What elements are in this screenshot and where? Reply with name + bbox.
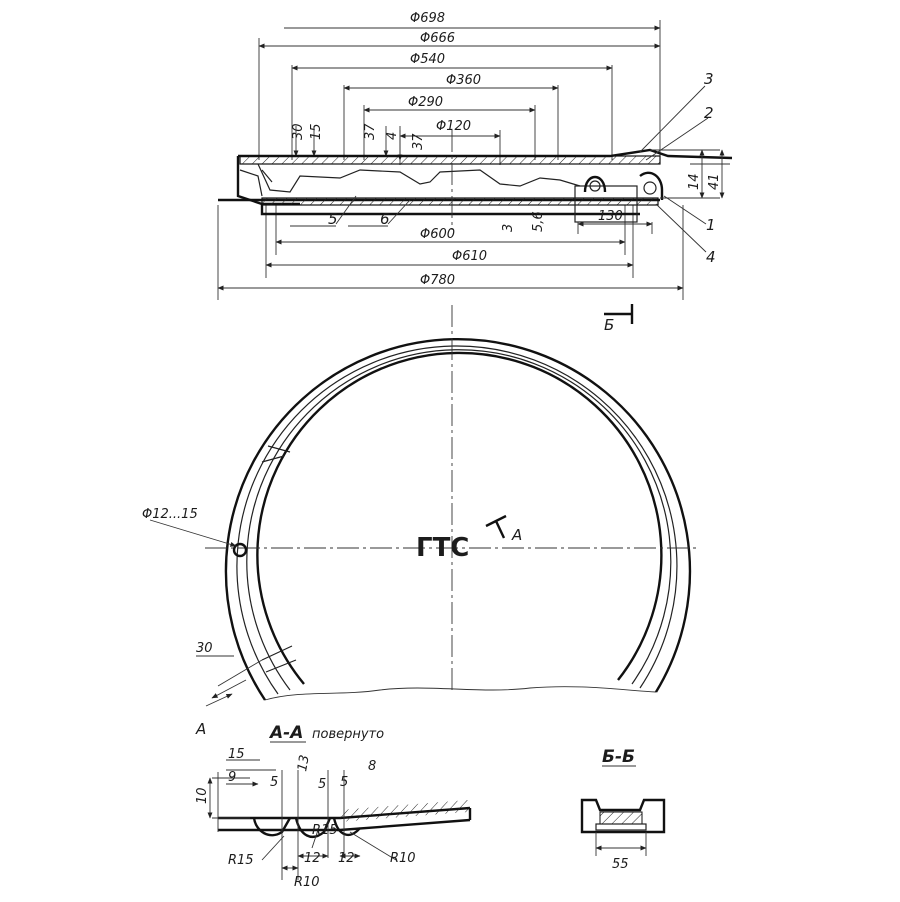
- ring-3: [246, 349, 672, 691]
- aa-r15a: R15: [228, 853, 254, 868]
- dim-d666: Φ666: [420, 31, 455, 46]
- height-dims: [650, 149, 730, 199]
- aa-dim-8: 8: [368, 759, 376, 774]
- dim-15: 15: [309, 123, 324, 140]
- dim-41: 41: [707, 173, 722, 190]
- aa-r15b: R15: [312, 823, 338, 838]
- dim-d600: Φ600: [420, 227, 455, 242]
- lid-section: [218, 130, 733, 230]
- dim-d360: Φ360: [446, 73, 481, 88]
- callout-2: 2: [704, 104, 714, 122]
- dim-130: 130: [598, 209, 623, 224]
- aa-dim-5b: 5: [318, 777, 326, 792]
- aa-dim-15: 15: [228, 747, 245, 762]
- break-line: [264, 686, 657, 701]
- dim-d540: Φ540: [410, 52, 445, 67]
- dim-d610: Φ610: [452, 249, 487, 264]
- marking-gts: ГТС: [416, 533, 469, 563]
- callout-leaders: [290, 85, 709, 253]
- aa-r10a: R10: [294, 875, 320, 890]
- callout-1: 1: [706, 216, 716, 234]
- aa-dim-10: 10: [195, 787, 210, 804]
- aa-dim-12a: 12: [304, 851, 321, 866]
- callout-5: 5: [328, 210, 338, 228]
- ring-outer: [224, 337, 692, 701]
- section-bb: Б-Б 55: [580, 747, 666, 872]
- aa-dim-9: 9: [228, 770, 236, 785]
- aa-dim-12b: 12: [338, 851, 355, 866]
- ring-2: [236, 345, 678, 695]
- bb-dim-55: 55: [612, 857, 629, 872]
- section-aa: А-А повернуто: [195, 723, 472, 890]
- section-b-marker: Б: [604, 316, 614, 334]
- section-bb-title: Б-Б: [602, 747, 635, 767]
- drain-hole: [232, 542, 248, 558]
- section-a-marker-left: А: [195, 720, 206, 738]
- dimension-lines-top: [258, 25, 661, 139]
- slot-dim: 30: [196, 641, 213, 656]
- aa-dim-13: 13: [295, 754, 313, 773]
- section-a-marker: А: [511, 526, 522, 544]
- ring-inner: [256, 351, 663, 685]
- dim-30: 30: [291, 123, 306, 140]
- dim-3: 3: [501, 224, 516, 232]
- section-aa-note: повернуто: [312, 727, 384, 742]
- plan-view: Φ12...15 30 А ГТС А Б: [142, 304, 700, 738]
- aa-dim-5c: 5: [340, 775, 348, 790]
- callout-6: 6: [380, 210, 390, 228]
- dim-14: 14: [687, 173, 702, 190]
- dim-d290: Φ290: [408, 95, 443, 110]
- dim-5-6: 5,6: [531, 211, 546, 232]
- section-aa-title: А-А: [268, 723, 303, 743]
- dim-d120: Φ120: [436, 119, 471, 134]
- section-view: Φ698 Φ666 Φ540 Φ360 Φ290 Φ120 30 15 37 4…: [217, 11, 733, 300]
- aa-r10b: R10: [390, 851, 416, 866]
- hole-label: Φ12...15: [142, 507, 198, 522]
- dimension-lines-bottom: [217, 239, 684, 291]
- callout-3: 3: [704, 70, 714, 88]
- dim-d780: Φ780: [420, 273, 455, 288]
- callout-4: 4: [706, 248, 716, 266]
- dim-d698: Φ698: [410, 11, 445, 26]
- dim-37b: 37: [411, 133, 426, 150]
- aa-dim-5a: 5: [270, 775, 278, 790]
- dim-4: 4: [385, 132, 400, 140]
- dim-37a: 37: [363, 123, 378, 140]
